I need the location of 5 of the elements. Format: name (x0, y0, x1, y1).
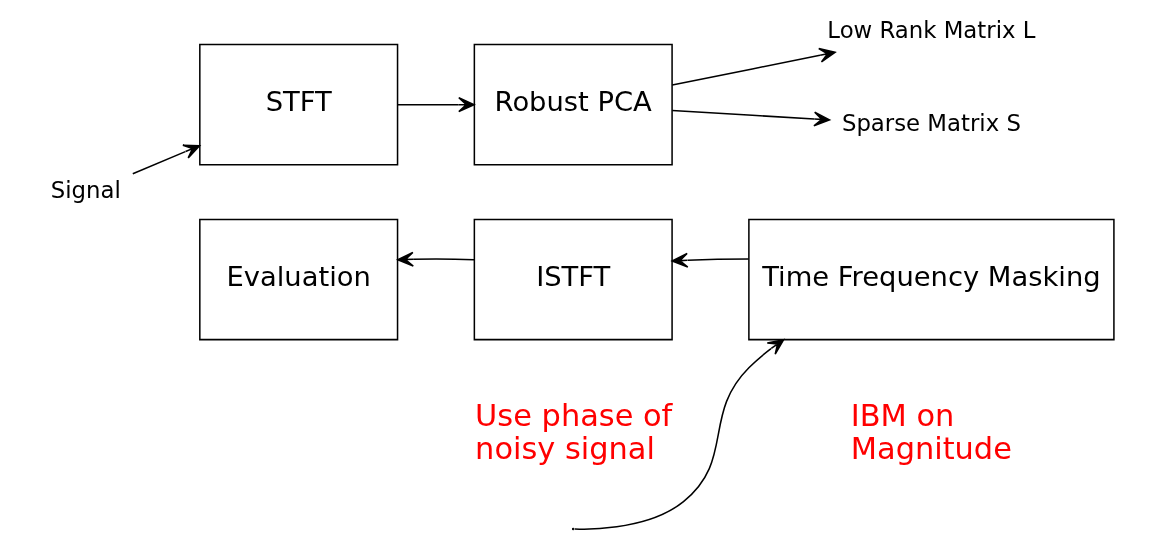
node-text: Low Rank Matrix L (826, 17, 1035, 44)
node-text: Sparse Matrix S (841, 110, 1021, 137)
node-label: IBM on Magnitude (850, 397, 1012, 467)
node-label: Use phase of noisy signal (474, 397, 672, 467)
node-text: Signal (50, 177, 121, 204)
